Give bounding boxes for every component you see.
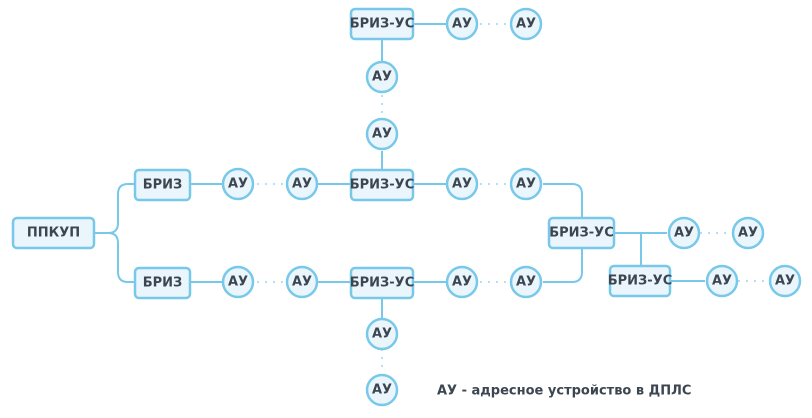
device-au-label: АУ — [738, 226, 758, 241]
node-briz-us-middle: БРИЗ-УС — [350, 168, 415, 202]
device-au-label: АУ — [516, 177, 536, 192]
device-au-label: АУ — [775, 274, 795, 289]
device-au: АУ — [285, 167, 319, 201]
device-au: АУ — [705, 264, 739, 298]
node-briz-us-top-label: БРИЗ-УС — [350, 17, 415, 32]
device-au-label: АУ — [372, 383, 392, 398]
device-au: АУ — [365, 317, 399, 351]
device-au: АУ — [509, 7, 543, 41]
node-briz-us-far-right: БРИЗ-УС — [608, 264, 673, 298]
device-au-label: АУ — [372, 127, 392, 142]
device-au: АУ — [221, 167, 255, 201]
device-au-label: АУ — [372, 327, 392, 342]
device-au-label: АУ — [228, 177, 248, 192]
node-briz-us-middle-label: БРИЗ-УС — [350, 178, 415, 193]
device-au: АУ — [285, 265, 319, 299]
node-briz-us-top: БРИЗ-УС — [350, 7, 415, 41]
node-briz-us-lower-label: БРИЗ-УС — [350, 276, 415, 291]
device-au-label: АУ — [292, 275, 312, 290]
device-au: АУ — [768, 264, 802, 298]
device-au: АУ — [365, 373, 399, 407]
node-briz-upper: БРИЗ — [133, 168, 192, 202]
node-ppkup-label: ППКУП — [27, 226, 80, 241]
node-briz-us-lower: БРИЗ-УС — [350, 266, 415, 300]
device-au: АУ — [445, 167, 479, 201]
node-briz-lower-label: БРИЗ — [143, 276, 183, 291]
node-ppkup: ППКУП — [11, 216, 96, 250]
device-au: АУ — [445, 265, 479, 299]
legend-text: АУ - адресное устройство в ДПЛС — [437, 384, 691, 399]
node-briz-us-far-right-label: БРИЗ-УС — [608, 274, 673, 289]
device-au-label: АУ — [228, 275, 248, 290]
node-briz-lower: БРИЗ — [133, 266, 192, 300]
device-au-label: АУ — [452, 17, 472, 32]
connectors — [95, 23, 705, 318]
device-au-label: АУ — [674, 226, 694, 241]
device-au: АУ — [365, 60, 399, 94]
dotted-connectors — [257, 23, 768, 375]
device-au: АУ — [221, 265, 255, 299]
device-au: АУ — [365, 117, 399, 151]
device-au-label: АУ — [452, 275, 472, 290]
device-au: АУ — [667, 216, 701, 250]
node-briz-upper-label: БРИЗ — [143, 178, 183, 193]
device-au-label: АУ — [712, 274, 732, 289]
device-au-label: АУ — [452, 177, 472, 192]
device-au-label: АУ — [292, 177, 312, 192]
device-au-label: АУ — [372, 70, 392, 85]
node-briz-us-right-label: БРИЗ-УС — [549, 226, 614, 241]
device-au: АУ — [509, 167, 543, 201]
device-au: АУ — [731, 216, 765, 250]
device-au: АУ — [445, 7, 479, 41]
device-au: АУ — [509, 265, 543, 299]
node-briz-us-right: БРИЗ-УС — [547, 216, 616, 250]
device-au-label: АУ — [516, 275, 536, 290]
device-au-label: АУ — [516, 17, 536, 32]
